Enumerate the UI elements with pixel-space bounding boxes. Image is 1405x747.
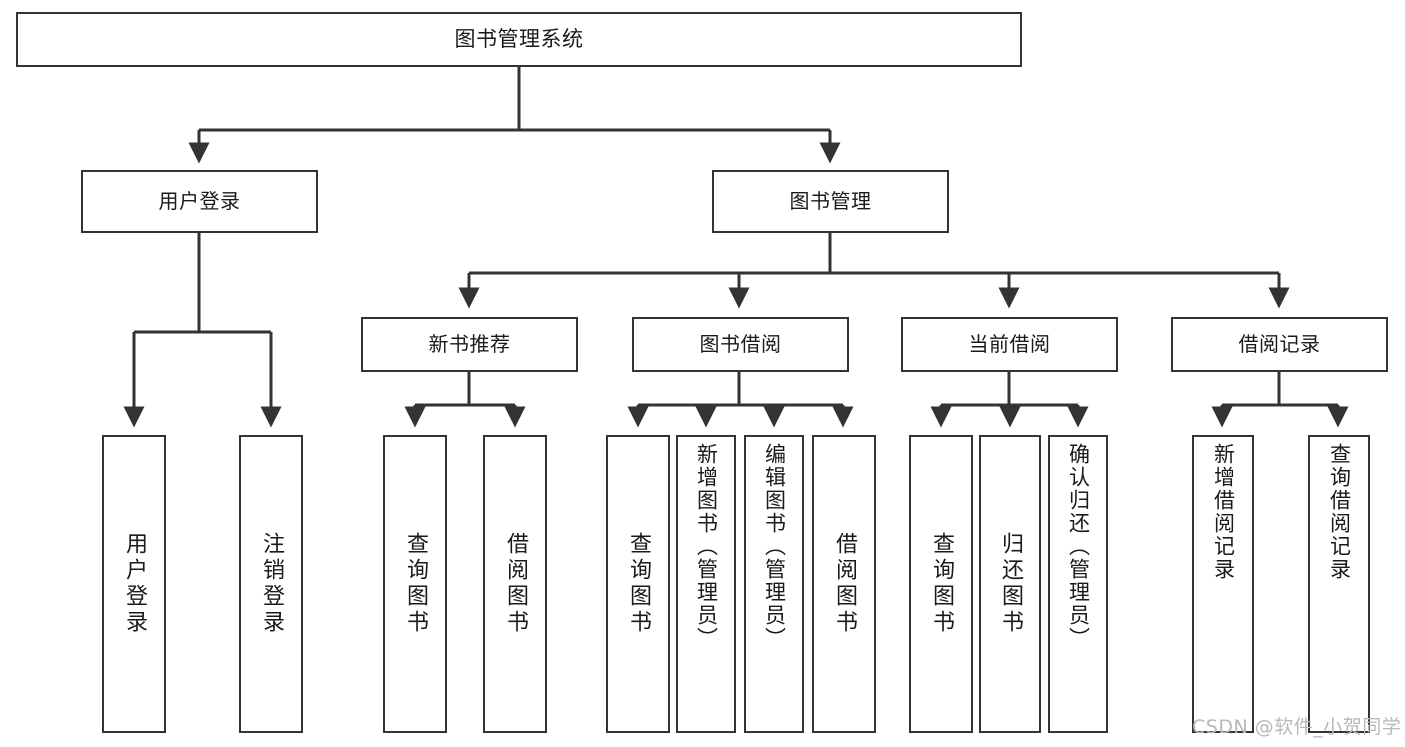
node-label: 查询图书 <box>929 532 954 636</box>
node-label: 当前借阅 <box>968 332 1051 357</box>
node-label: 借阅图书 <box>832 532 857 636</box>
leaf-logout-login[interactable]: 注销登录 <box>239 435 303 733</box>
node-label: 借阅图书 <box>503 532 528 636</box>
leaf-edit-book-admin[interactable]: 编辑图书（管理员） <box>744 435 804 733</box>
node-label: 图书管理 <box>789 189 872 214</box>
leaf-return-books[interactable]: 归还图书 <box>979 435 1041 733</box>
node-root-book-management-system[interactable]: 图书管理系统 <box>16 12 1022 67</box>
node-borrow-records[interactable]: 借阅记录 <box>1171 317 1388 372</box>
node-label: 借阅记录 <box>1238 332 1321 357</box>
node-label: 图书借阅 <box>699 332 782 357</box>
node-label: 编辑图书（管理员） <box>762 443 787 650</box>
node-book-management[interactable]: 图书管理 <box>712 170 949 233</box>
node-label: 新书推荐 <box>428 332 511 357</box>
node-label: 新增图书（管理员） <box>694 443 719 650</box>
leaf-query-books-new[interactable]: 查询图书 <box>383 435 447 733</box>
node-label: 查询图书 <box>626 532 651 636</box>
leaf-query-books-borrow[interactable]: 查询图书 <box>606 435 670 733</box>
node-label: 查询借阅记录 <box>1327 443 1352 581</box>
node-label: 确认归还（管理员） <box>1066 443 1091 650</box>
leaf-user-login[interactable]: 用户登录 <box>102 435 166 733</box>
leaf-borrow-books[interactable]: 借阅图书 <box>812 435 876 733</box>
node-label: 图书管理系统 <box>454 26 584 51</box>
node-label: 注销登录 <box>259 532 284 636</box>
node-label: 查询图书 <box>403 532 428 636</box>
node-current-borrow[interactable]: 当前借阅 <box>901 317 1118 372</box>
node-label: 归还图书 <box>998 532 1023 636</box>
leaf-add-borrow-record[interactable]: 新增借阅记录 <box>1192 435 1254 733</box>
node-label: 新增借阅记录 <box>1211 443 1236 581</box>
leaf-query-books-current[interactable]: 查询图书 <box>909 435 973 733</box>
leaf-borrow-books-new[interactable]: 借阅图书 <box>483 435 547 733</box>
node-label: 用户登录 <box>158 189 241 214</box>
leaf-add-book-admin[interactable]: 新增图书（管理员） <box>676 435 736 733</box>
watermark: CSDN @软件_小贺同学 <box>1192 716 1402 738</box>
leaf-confirm-return-admin[interactable]: 确认归还（管理员） <box>1048 435 1108 733</box>
node-label: 用户登录 <box>122 532 147 636</box>
node-book-borrow[interactable]: 图书借阅 <box>632 317 849 372</box>
node-user-login[interactable]: 用户登录 <box>81 170 318 233</box>
leaf-query-borrow-record[interactable]: 查询借阅记录 <box>1308 435 1370 733</box>
node-new-book-recommend[interactable]: 新书推荐 <box>361 317 578 372</box>
